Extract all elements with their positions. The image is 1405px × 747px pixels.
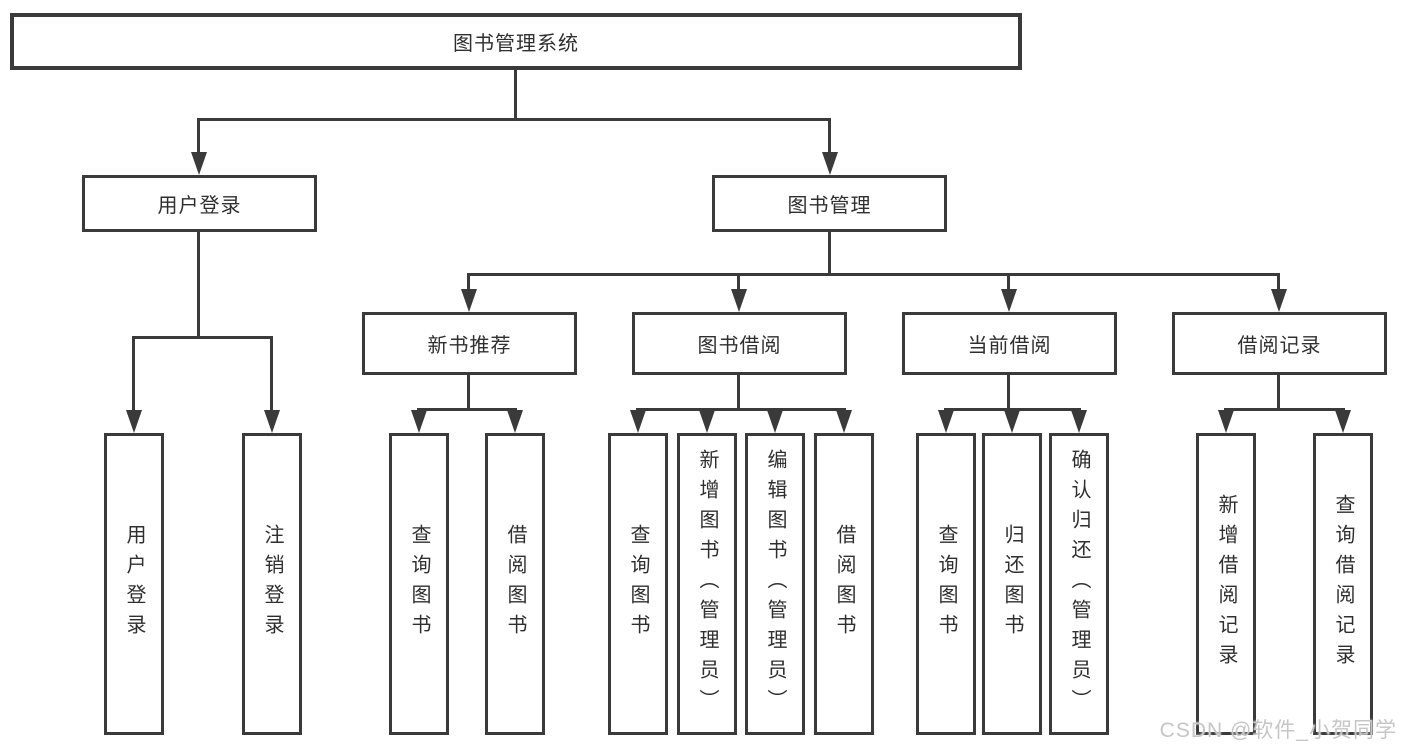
connector-line <box>417 408 517 411</box>
node-label: 新增图书（管理员） <box>696 449 718 719</box>
leaf-return-books: 归还图书 <box>982 433 1042 735</box>
connector-line <box>1224 408 1345 411</box>
connector-line <box>197 232 200 339</box>
leaf-confirm-return-admin: 确认归还（管理员） <box>1049 433 1109 735</box>
arrow-down-icon <box>836 410 852 433</box>
leaf-user-login: 用户登录 <box>104 433 164 735</box>
node-label: 借阅记录 <box>1237 335 1322 357</box>
arrow-down-icon <box>1001 289 1017 312</box>
connector-line <box>467 375 470 411</box>
connector-line <box>514 70 517 121</box>
arrow-down-icon <box>264 410 280 433</box>
connector-line <box>197 118 831 121</box>
connector-line <box>737 375 740 411</box>
arrow-down-icon <box>822 152 838 175</box>
node-label: 用户登录 <box>157 195 242 217</box>
node-book-borrowing: 图书借阅 <box>632 312 847 375</box>
connector-line <box>1277 273 1280 292</box>
leaf-borrow-books: 借阅图书 <box>814 433 874 735</box>
arrow-down-icon <box>767 410 783 433</box>
connector-line <box>1007 375 1010 411</box>
arrow-down-icon <box>699 410 715 433</box>
leaf-logout: 注销登录 <box>242 433 302 735</box>
node-label: 借阅图书 <box>833 524 855 644</box>
arrow-down-icon <box>938 410 954 433</box>
arrow-down-icon <box>630 410 646 433</box>
arrow-down-icon <box>1335 410 1351 433</box>
node-label: 查询图书 <box>935 524 957 644</box>
leaf-edit-books-admin: 编辑图书（管理员） <box>745 433 805 735</box>
arrow-down-icon <box>126 410 142 433</box>
connector-line <box>132 336 135 414</box>
connector-line <box>636 408 846 411</box>
connector-line <box>132 336 273 339</box>
node-label: 查询图书 <box>408 524 430 644</box>
csdn-watermark: CSDN @软件_小贺同学 <box>1159 719 1397 742</box>
connector-line <box>828 232 831 276</box>
node-label: 编辑图书（管理员） <box>764 449 786 719</box>
arrow-down-icon <box>1218 410 1234 433</box>
node-user-login: 用户登录 <box>82 175 317 232</box>
node-label: 查询借阅记录 <box>1332 494 1354 674</box>
node-label: 查询图书 <box>627 524 649 644</box>
leaf-query-borrow-record: 查询借阅记录 <box>1313 433 1373 735</box>
leaf-query-books: 查询图书 <box>389 433 449 735</box>
connector-line <box>197 118 200 156</box>
connector-line <box>270 336 273 414</box>
node-library-system: 图书管理系统 <box>10 13 1022 70</box>
node-label: 用户登录 <box>123 524 145 644</box>
arrow-down-icon <box>411 410 427 433</box>
connector-line <box>1277 375 1280 411</box>
arrow-down-icon <box>507 410 523 433</box>
arrow-down-icon <box>461 289 477 312</box>
node-label: 注销登录 <box>261 524 283 644</box>
node-label: 图书借阅 <box>697 335 782 357</box>
leaf-query-books: 查询图书 <box>608 433 668 735</box>
node-label: 图书管理系统 <box>453 33 579 55</box>
connector-line <box>1007 273 1010 292</box>
leaf-add-borrow-record: 新增借阅记录 <box>1196 433 1256 735</box>
node-label: 确认归还（管理员） <box>1068 449 1090 719</box>
node-label: 图书管理 <box>787 195 872 217</box>
connector-line <box>828 118 831 156</box>
node-borrowing-records: 借阅记录 <box>1172 312 1387 375</box>
leaf-add-books-admin: 新增图书（管理员） <box>677 433 737 735</box>
node-label: 新书推荐 <box>427 335 512 357</box>
node-label: 当前借阅 <box>967 335 1052 357</box>
leaf-borrow-books: 借阅图书 <box>485 433 545 735</box>
node-current-borrowing: 当前借阅 <box>902 312 1117 375</box>
connector-line <box>467 273 1280 276</box>
node-label: 归还图书 <box>1001 524 1023 644</box>
leaf-query-books: 查询图书 <box>916 433 976 735</box>
arrow-down-icon <box>1004 410 1020 433</box>
connector-line <box>467 273 470 292</box>
node-label: 新增借阅记录 <box>1215 494 1237 674</box>
arrow-down-icon <box>1271 289 1287 312</box>
arrow-down-icon <box>731 289 747 312</box>
arrow-down-icon <box>1071 410 1087 433</box>
arrow-down-icon <box>191 152 207 175</box>
node-new-book-recommendation: 新书推荐 <box>362 312 577 375</box>
node-label: 借阅图书 <box>504 524 526 644</box>
connector-line <box>737 273 740 292</box>
node-book-management: 图书管理 <box>712 175 947 232</box>
